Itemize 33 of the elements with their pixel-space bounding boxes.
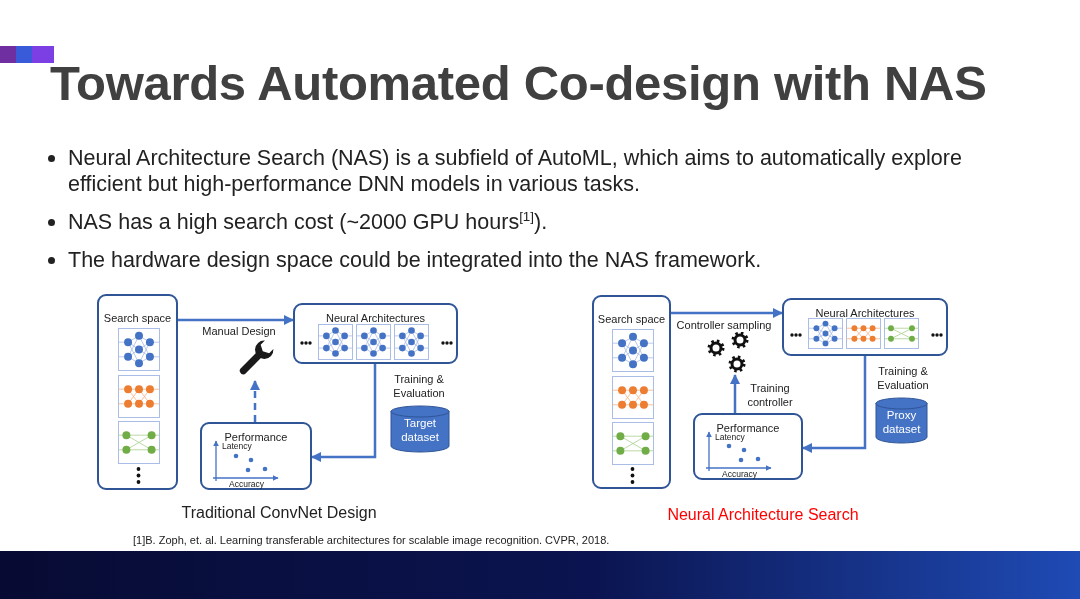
- diagram-caption: Traditional ConvNet Design: [181, 504, 377, 521]
- arrow: [178, 315, 294, 325]
- axis-label: Accuracy: [722, 469, 757, 479]
- architecture-panel: [782, 298, 948, 356]
- slide-title: Towards Automated Co-design with NAS: [50, 55, 987, 112]
- panel-title: Neural Architectures: [815, 307, 915, 319]
- arrow: [802, 356, 867, 453]
- search-space-panel: [97, 294, 178, 490]
- axis-label: Latency: [715, 432, 745, 442]
- arrow: [671, 308, 783, 318]
- database-cylinder: [875, 397, 928, 444]
- bullet-text: NAS has a high search cost (~2000 GPU hours$^{[1]}$).: [68, 209, 549, 235]
- axis-label: Latency: [222, 441, 252, 451]
- bullet-text: The hardware design space could be integrated into the NAS framework.: [68, 247, 763, 273]
- dataset-label: Proxy dataset: [881, 408, 922, 436]
- search-space-panel: [592, 295, 671, 489]
- dataset-label: Target dataset: [400, 416, 440, 444]
- panel-title: Neural Architectures: [325, 312, 425, 324]
- axis-label: Accuracy: [229, 479, 264, 489]
- panel-title: Search space: [103, 312, 172, 324]
- arrow: [311, 364, 377, 462]
- bullet-text: Neural Architecture Search (NAS) is a subfield of AutoML, which aims to automatically explore efficient but high-performance DNN models in various tasks.: [68, 145, 963, 197]
- panel-title: Search space: [597, 313, 666, 325]
- dashed-arrow: [250, 380, 260, 422]
- footnote: [1]B. Zoph, et. al. Learning transferable architectures for scalable image recognition. CVPR, 2018.: [133, 533, 610, 547]
- arrow: [730, 374, 740, 413]
- database-cylinder: [390, 405, 450, 453]
- diagram-caption: Neural Architecture Search: [667, 506, 859, 523]
- panel-title: Performance: [224, 431, 288, 443]
- panel-title: Performance: [716, 422, 780, 434]
- performance-panel: [200, 422, 312, 490]
- performance-panel: [693, 413, 803, 480]
- architecture-panel: [293, 303, 458, 364]
